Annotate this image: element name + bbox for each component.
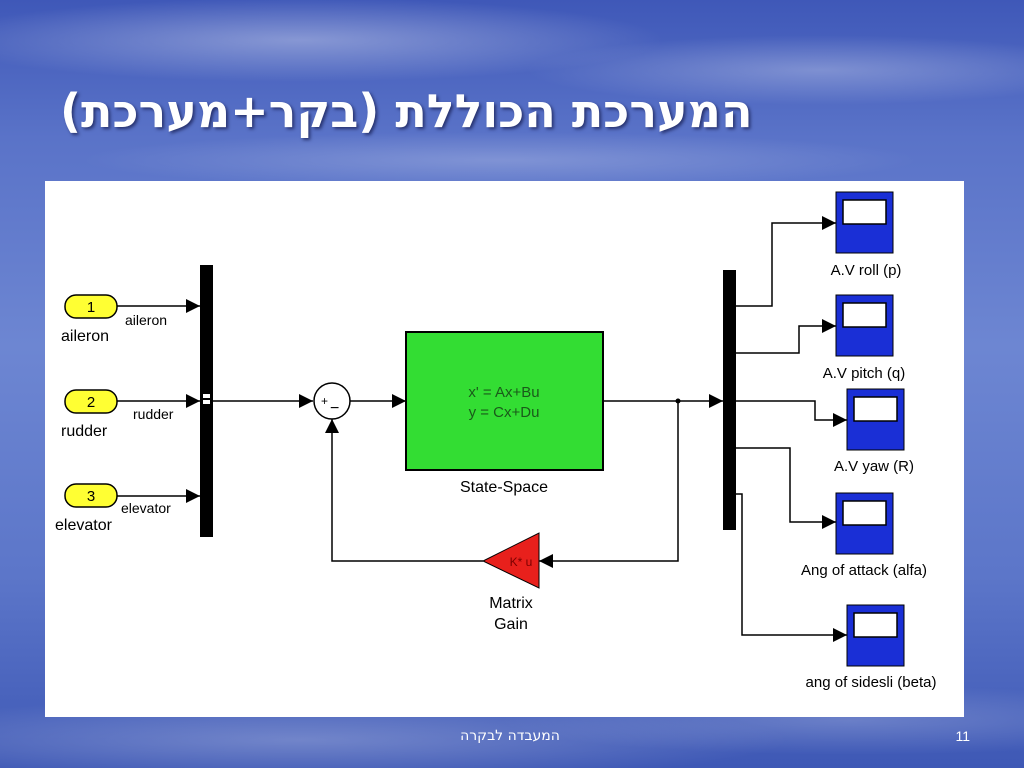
scope-sideslip[interactable]: ang of sidesli (beta) xyxy=(806,604,937,691)
inport-name: aileron xyxy=(61,328,109,345)
signal-line xyxy=(736,493,847,642)
scope-attack[interactable]: Ang of attack (alfa) xyxy=(801,492,927,579)
scope-label: ang of sidesli (beta) xyxy=(806,674,937,691)
svg-text:+: + xyxy=(321,394,328,408)
svg-text:−: − xyxy=(330,400,339,417)
inport-name: rudder xyxy=(61,423,108,440)
scope-pitch[interactable]: A.V pitch (q) xyxy=(823,294,906,382)
scope-roll[interactable]: A.V roll (p) xyxy=(831,191,902,279)
signal-label: aileron xyxy=(125,312,167,328)
slide-footer: המעבדה לבקרה xyxy=(460,728,560,744)
feedback-line xyxy=(539,401,679,568)
signal-line xyxy=(736,400,847,427)
state-space-block[interactable]: x' = Ax+Bu y = Cx+Du State-Space xyxy=(405,331,604,496)
scope-label: A.V pitch (q) xyxy=(823,365,906,382)
inport-number: 1 xyxy=(87,299,95,316)
diagram-canvas: 1 aileron 2 rudder 3 elevator aileron ru… xyxy=(55,191,937,691)
scope-yaw[interactable]: A.V yaw (R) xyxy=(834,388,914,475)
scope-label: A.V roll (p) xyxy=(831,262,902,279)
svg-text:K* u: K* u xyxy=(510,555,533,569)
inport-rudder[interactable]: 2 rudder xyxy=(61,389,118,440)
block-label: State-Space xyxy=(460,479,548,496)
demux-block[interactable] xyxy=(723,270,736,530)
inport-aileron[interactable]: 1 aileron xyxy=(61,294,118,345)
block-label: Gain xyxy=(494,616,528,633)
matrix-gain-block[interactable]: K* u Matrix Gain xyxy=(481,532,540,633)
signal-label: elevator xyxy=(121,500,171,516)
svg-text:y = Cx+Du: y = Cx+Du xyxy=(469,404,540,421)
page-number: 11 xyxy=(955,728,970,744)
inport-number: 2 xyxy=(87,394,95,411)
sum-block[interactable]: + − xyxy=(313,382,351,420)
inport-number: 3 xyxy=(87,488,95,505)
signal-line xyxy=(736,319,836,354)
scope-label: A.V yaw (R) xyxy=(834,458,914,475)
simulink-diagram: 1 aileron 2 rudder 3 elevator aileron ru… xyxy=(45,181,964,717)
block-label: Matrix xyxy=(489,595,533,612)
scope-label: Ang of attack (alfa) xyxy=(801,562,927,579)
signal-line xyxy=(736,216,836,307)
inport-name: elevator xyxy=(55,517,113,534)
svg-text:x' = Ax+Bu: x' = Ax+Bu xyxy=(468,384,539,401)
slide-title: המערכת הכוללת (בקר+מערכת) xyxy=(60,84,753,138)
signal-label: rudder xyxy=(133,406,174,422)
inport-elevator[interactable]: 3 elevator xyxy=(55,483,118,534)
signal-line xyxy=(736,447,836,529)
feedback-line xyxy=(325,419,483,562)
